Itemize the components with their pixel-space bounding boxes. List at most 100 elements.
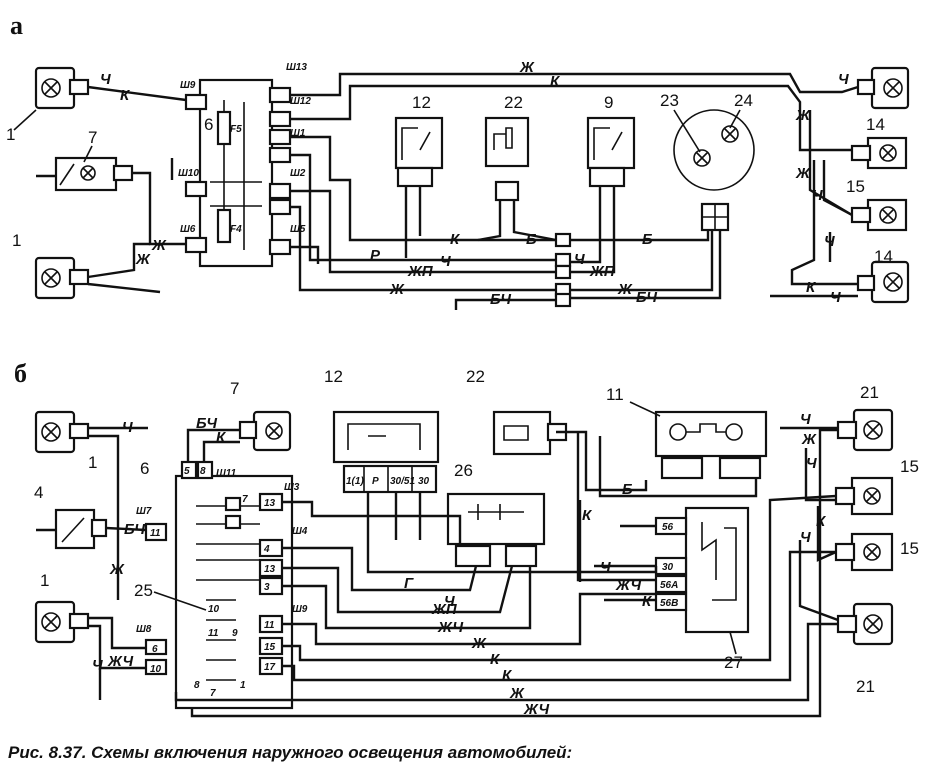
label-12a: 12 (412, 93, 431, 112)
wire-a-9: Б (526, 231, 537, 248)
wire-b-22: Ч (800, 411, 811, 428)
pin-11: 11 (264, 620, 275, 631)
wire-b-2: БЧ (124, 521, 145, 538)
pin-10l: 10 (150, 664, 162, 675)
pin-17: 17 (264, 662, 276, 673)
pin-sh13: Ш13 (286, 62, 307, 73)
wire-a-8: ЖП (407, 263, 434, 280)
label-11: 11 (606, 385, 624, 404)
wire-a-21: Ч (812, 187, 823, 204)
label-1c: 1 (88, 453, 97, 472)
wire-a-16: БЧ (636, 289, 657, 306)
pin-sh3: Ш3 (284, 482, 300, 493)
pin-13a: 13 (264, 498, 276, 509)
wire-b-26: Ч (800, 529, 811, 546)
wire-a-20: Ж (795, 107, 811, 124)
wire-a-25: Ч (830, 289, 841, 306)
wire-a-18: К (550, 73, 561, 90)
pin-5: 5 (184, 466, 190, 477)
label-6b: 6 (140, 459, 149, 478)
wire-b-15: Ж (509, 685, 525, 702)
label-14a: 14 (866, 115, 885, 134)
pin-sh12: Ш12 (290, 96, 311, 107)
label-4: 4 (34, 483, 43, 502)
wire-b-18: Б (622, 481, 633, 498)
pin-8: 8 (200, 466, 206, 477)
label-14b: 14 (874, 247, 893, 266)
pin-4: 4 (263, 544, 270, 555)
switch-4 (36, 508, 108, 550)
relay27-56B: 56В (660, 598, 678, 609)
wire-a-2: К (120, 87, 131, 104)
wire-a-5: К (450, 231, 461, 248)
wire-a-11: Ч (574, 251, 585, 268)
headlamp-1-top (34, 66, 90, 110)
headlamp-1b-bottom (34, 600, 90, 644)
label-1a: 1 (6, 125, 15, 144)
wire-b-23: Ж (801, 431, 817, 448)
wires-b (88, 426, 839, 718)
wire-a-12: ЖП (589, 263, 616, 280)
lamp-15b-upper (834, 476, 894, 516)
pin-3: 3 (264, 582, 270, 593)
wire-a-22: Ч (824, 233, 835, 250)
label-21b: 21 (856, 677, 875, 696)
fuse-f4: F4 (230, 224, 242, 235)
wiring-diagram: а 1 7 1 6 (6, 11, 919, 718)
switch-9 (586, 116, 636, 188)
headlamp-1b-top (34, 410, 90, 454)
section-b-label: б (14, 359, 27, 388)
wires-a (87, 72, 859, 310)
pin-15: 15 (264, 642, 276, 653)
wire-b-3: К (216, 429, 227, 446)
pin-sh10: Ш10 (178, 168, 199, 179)
wire-b-19: Ч (600, 559, 611, 576)
lamp-14-top (856, 66, 910, 110)
fuse-10: 10 (208, 604, 220, 615)
wire-a-4: Ж (135, 251, 151, 268)
pin-sh9b: Ш9 (292, 604, 308, 615)
wire-a-15: БЧ (490, 291, 511, 308)
wire-b-24: К (816, 513, 827, 530)
fuse-11: 11 (208, 628, 219, 639)
pin-sh9: Ш9 (180, 80, 196, 91)
marker-lamp-7 (36, 156, 134, 192)
relay27-56A: 56А (660, 580, 678, 591)
wire-b-12: Ж (471, 635, 487, 652)
wire-b-11: ЖЧ (437, 619, 463, 636)
relay27-56: 56 (662, 522, 674, 533)
lamp-21-bottom (836, 602, 894, 646)
label-21a: 21 (860, 383, 879, 402)
headlamp-1-bottom (34, 256, 90, 300)
pin-sh7: Ш7 (136, 506, 152, 517)
label-22b: 22 (466, 367, 485, 386)
wire-a-6: Р (370, 247, 381, 264)
pin-7: 7 (242, 494, 248, 505)
label-6a: 6 (204, 115, 213, 134)
rheostat-22b (492, 410, 568, 456)
wire-b-4: БЧ (196, 415, 217, 432)
rheostat-22 (484, 116, 530, 202)
pin-sh1: Ш1 (290, 128, 306, 139)
lamp-15b-lower (834, 532, 894, 572)
section-a-label: а (10, 11, 23, 40)
tail-lamp-23-24 (673, 109, 755, 232)
wire-a-19: Ч (838, 71, 849, 88)
relay12-pin1: 1(1) (346, 476, 364, 487)
pin-sh5: Ш5 (290, 224, 306, 235)
relay12-pin30: 30 (418, 476, 430, 487)
wire-b-7: Ч (92, 657, 103, 674)
label-7a: 7 (88, 128, 97, 147)
switch-12b (332, 410, 440, 494)
wire-b-5: Ж (109, 561, 125, 578)
wire-b-21: К (642, 593, 653, 610)
lamp-14b-upper (850, 136, 908, 170)
pin-6l: 6 (152, 644, 158, 655)
wire-a-24: Ж (795, 165, 811, 182)
pin-sh8: Ш8 (136, 624, 152, 635)
fuse-1: 1 (240, 680, 246, 691)
label-24a: 24 (734, 91, 753, 110)
relay12-pin3051: 30/51 (390, 476, 415, 487)
fuse-block-6a (184, 78, 292, 268)
label-15b: 15 (900, 457, 919, 476)
